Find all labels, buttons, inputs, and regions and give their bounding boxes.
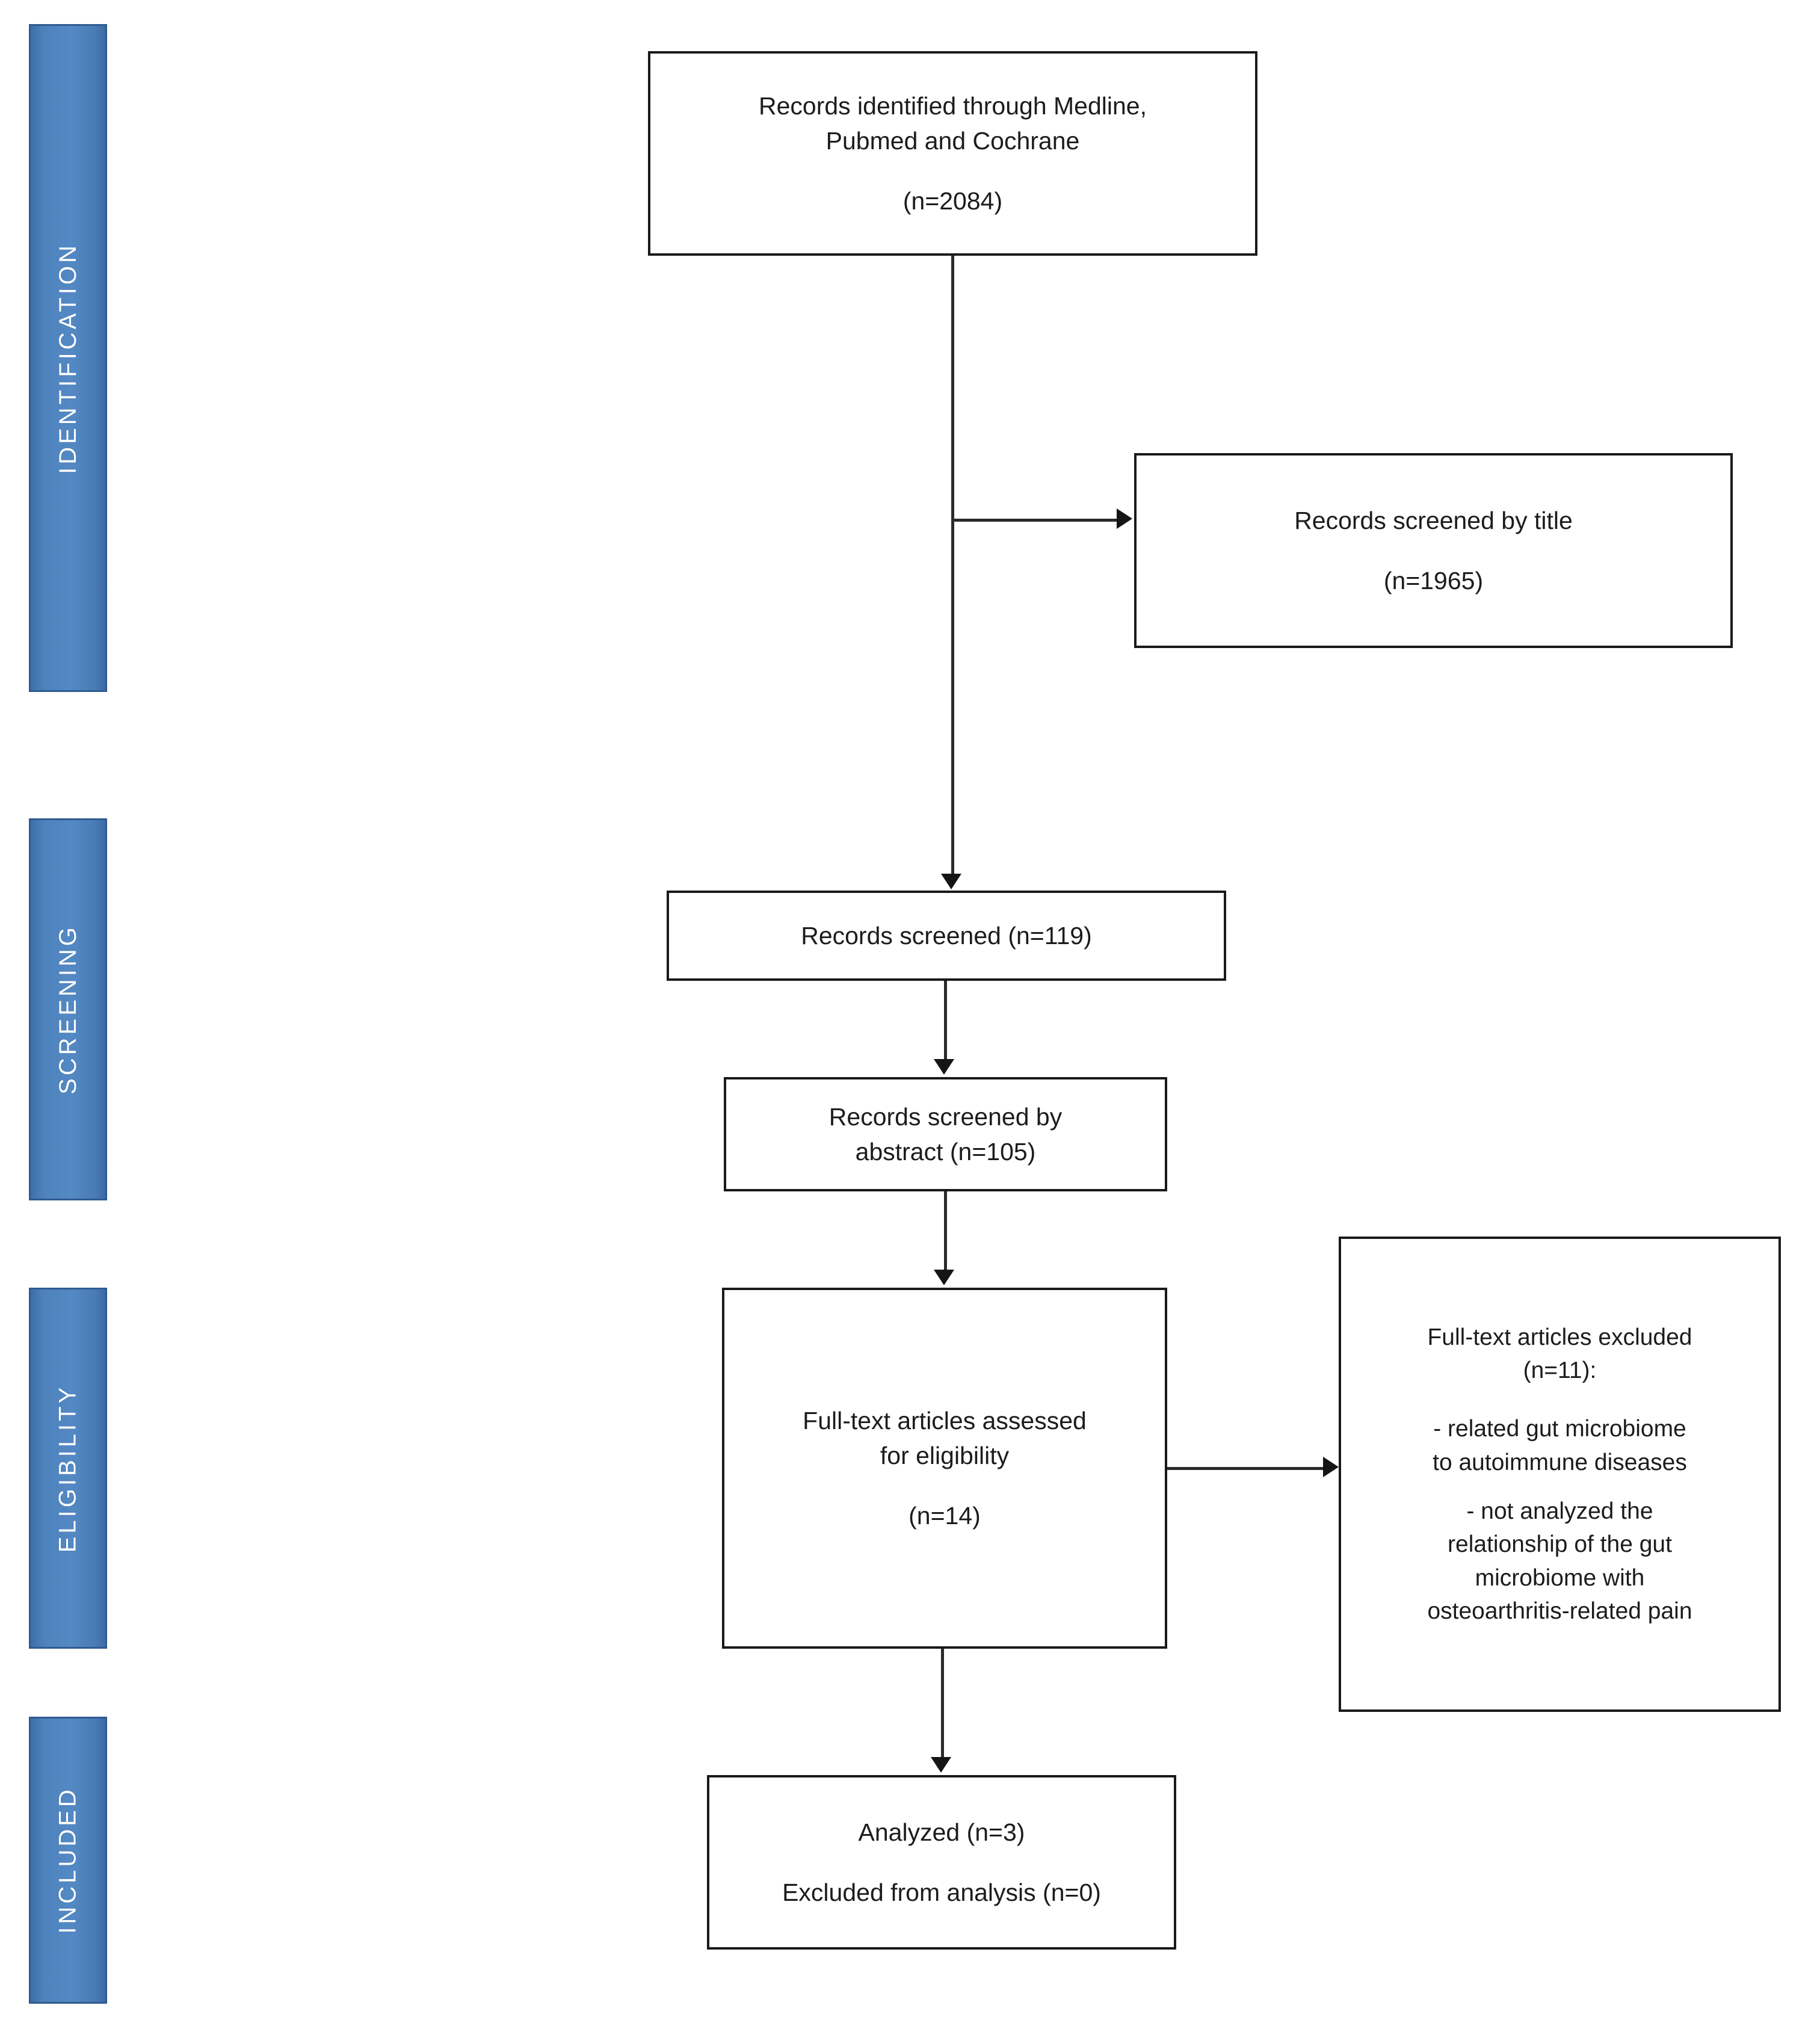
stage-bar-identification: IDENTIFICATION — [29, 24, 107, 692]
node-records-screened-by-abstract: Records screened by abstract (n=105) — [724, 1077, 1167, 1191]
fulltext-excluded-reason2-line3: microbiome with — [1475, 1564, 1645, 1591]
analyzed-line2: Excluded from analysis (n=0) — [782, 1879, 1101, 1906]
stage-label-identification: IDENTIFICATION — [54, 242, 81, 474]
fulltext-excluded-reason1-line1: - related gut microbiome — [1433, 1416, 1686, 1442]
records-screened-line1: Records screened (n=119) — [801, 921, 1092, 950]
stage-label-included: INCLUDED — [54, 1786, 81, 1934]
arrowhead-to-fulltext-excluded — [1323, 1457, 1339, 1477]
screened-by-title-line1: Records screened by title — [1294, 506, 1573, 534]
fulltext-assessed-count: (n=14) — [908, 1502, 981, 1530]
stage-bar-included: INCLUDED — [29, 1717, 107, 2004]
arrowhead-to-records-screened — [941, 874, 961, 889]
fulltext-excluded-line1: Full-text articles excluded — [1427, 1324, 1692, 1350]
node-analyzed: Analyzed (n=3) Excluded from analysis (n… — [707, 1775, 1176, 1950]
connector-fulltext-to-excluded — [1167, 1467, 1324, 1470]
node-records-screened-by-title: Records screened by title (n=1965) — [1134, 453, 1733, 648]
fulltext-excluded-count: (n=11): — [1523, 1357, 1597, 1383]
connector-screened-to-abstract — [944, 981, 947, 1062]
analyzed-line1: Analyzed (n=3) — [858, 1818, 1025, 1846]
stage-label-eligibility: ELIGIBILITY — [54, 1384, 81, 1552]
fulltext-excluded-reason2-line1: - not analyzed the — [1466, 1498, 1653, 1524]
arrowhead-to-analyzed — [931, 1757, 951, 1773]
node-fulltext-assessed: Full-text articles assessed for eligibil… — [722, 1288, 1167, 1649]
connector-branch-to-title-screen — [951, 519, 1117, 522]
node-records-screened: Records screened (n=119) — [667, 891, 1226, 981]
arrowhead-to-fulltext-assessed — [934, 1270, 954, 1285]
node-fulltext-excluded: Full-text articles excluded (n=11): - re… — [1339, 1237, 1781, 1712]
connector-fulltext-to-analyzed — [941, 1649, 944, 1760]
connector-identified-to-screened — [951, 256, 954, 877]
fulltext-excluded-reason2-line2: relationship of the gut — [1448, 1531, 1672, 1558]
node-records-identified: Records identified through Medline, Pubm… — [648, 51, 1257, 256]
records-identified-line1: Records identified through Medline, — [759, 91, 1147, 120]
fulltext-excluded-reason2-line4: osteoarthritis-related pain — [1427, 1598, 1692, 1625]
fulltext-excluded-reason1-line2: to autoimmune diseases — [1433, 1449, 1687, 1475]
arrowhead-to-screened-by-abstract — [934, 1059, 954, 1075]
arrowhead-to-records-screened-by-title — [1117, 508, 1132, 529]
records-identified-count: (n=2084) — [902, 187, 1003, 215]
stage-bar-screening: SCREENING — [29, 818, 107, 1200]
records-identified-line2: Pubmed and Cochrane — [825, 126, 1080, 155]
screened-by-abstract-line2: abstract (n=105) — [855, 1138, 1036, 1166]
screened-by-title-count: (n=1965) — [1383, 567, 1484, 594]
fulltext-assessed-line1: Full-text articles assessed — [803, 1406, 1087, 1434]
screened-by-abstract-line1: Records screened by — [828, 1102, 1063, 1131]
stage-label-screening: SCREENING — [54, 924, 81, 1095]
fulltext-assessed-line2: for eligibility — [880, 1441, 1010, 1469]
stage-bar-eligibility: ELIGIBILITY — [29, 1288, 107, 1649]
connector-abstract-to-fulltext — [944, 1191, 947, 1273]
